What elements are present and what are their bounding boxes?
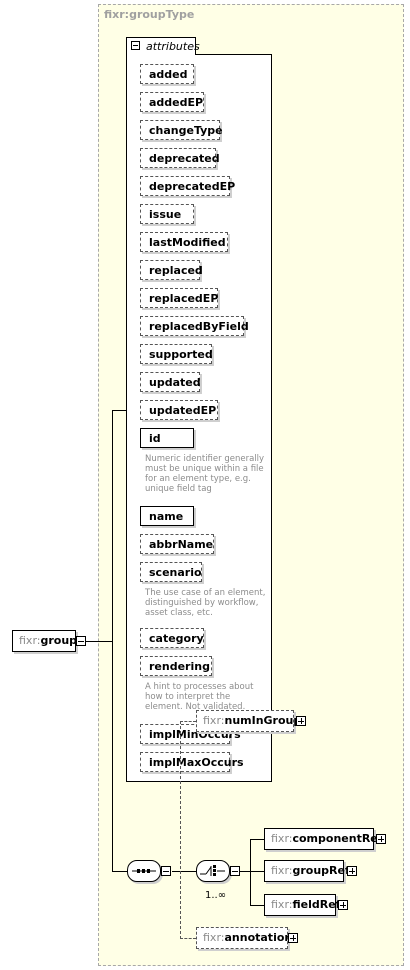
- connector-line: [172, 871, 196, 872]
- connector-line: [240, 871, 250, 872]
- connector-line: [250, 871, 264, 872]
- attribute-addedep[interactable]: addedEP: [140, 92, 204, 112]
- root-element-group[interactable]: fixr:group: [12, 630, 77, 652]
- attribute-documentation: unique field tag: [145, 484, 212, 494]
- element-componentref[interactable]: fixr:componentRef: [264, 828, 383, 850]
- attribute-deprecated[interactable]: deprecated: [140, 148, 220, 168]
- attribute-name[interactable]: name: [140, 506, 194, 526]
- collapse-icon[interactable]: [161, 866, 171, 876]
- connector-line: [180, 721, 196, 722]
- connector-line: [250, 839, 251, 906]
- attribute-changetype[interactable]: changeType: [140, 120, 223, 140]
- element-annotation[interactable]: fixr:annotation: [196, 927, 292, 949]
- attribute-documentation: asset class, etc.: [145, 608, 213, 618]
- attribute-updated[interactable]: updated: [140, 372, 201, 392]
- attribute-updatedep[interactable]: updatedEP: [140, 400, 218, 420]
- expand-icon[interactable]: [347, 866, 357, 876]
- attribute-abbrname[interactable]: abbrName: [140, 534, 214, 554]
- attribute-id[interactable]: id: [140, 428, 194, 448]
- attribute-implmaxoccurs[interactable]: implMaxOccurs: [140, 752, 244, 772]
- choice-icon: [200, 865, 225, 876]
- connector-line: [180, 721, 181, 939]
- expand-icon[interactable]: [296, 716, 306, 726]
- connector-line: [250, 839, 264, 840]
- connector-line: [112, 410, 126, 411]
- choice-cardinality: 1..∞: [205, 890, 227, 901]
- attribute-documentation: element. Not validated.: [145, 702, 246, 712]
- collapse-icon[interactable]: [76, 636, 86, 646]
- attribute-category[interactable]: category: [140, 628, 204, 648]
- attribute-replacedbyfield[interactable]: replacedByField: [140, 316, 249, 336]
- attribute-lastmodified[interactable]: lastModified: [140, 232, 228, 252]
- attribute-documentation: must be unique within a file: [145, 464, 264, 474]
- connector-line: [250, 905, 264, 906]
- complex-type-prefix: fixr:: [104, 8, 130, 21]
- collapse-icon[interactable]: [230, 866, 240, 876]
- connector-line: [86, 641, 112, 642]
- element-groupref[interactable]: fixr:groupRef: [264, 860, 350, 882]
- sequence-compositor: [127, 860, 161, 882]
- expand-icon[interactable]: [338, 900, 348, 910]
- attribute-documentation: Numeric identifier generally: [145, 454, 265, 464]
- connector-line: [112, 410, 113, 872]
- attribute-supported[interactable]: supported: [140, 344, 213, 364]
- element-numingroup[interactable]: fixr:numInGroup: [196, 710, 301, 732]
- element-fieldref[interactable]: fixr:fieldRef: [264, 894, 340, 916]
- expand-icon[interactable]: [376, 834, 386, 844]
- connector-line: [112, 871, 128, 872]
- attribute-documentation: The use case of an element,: [145, 588, 266, 598]
- attribute-documentation: for an element type, e.g.: [145, 474, 251, 484]
- attributes-label: attributes: [146, 40, 200, 53]
- attribute-added[interactable]: added: [140, 64, 194, 84]
- choice-compositor: [196, 860, 230, 882]
- attribute-issue[interactable]: issue: [140, 204, 194, 224]
- sequence-icon: [132, 869, 156, 873]
- complex-type-name: groupType: [129, 8, 195, 21]
- connector-line: [180, 938, 196, 939]
- attribute-documentation: distinguished by workflow,: [145, 598, 259, 608]
- attribute-replacedep[interactable]: replacedEP: [140, 288, 218, 308]
- attribute-documentation: how to interpret the: [145, 692, 231, 702]
- expand-icon[interactable]: [288, 933, 298, 943]
- attribute-documentation: A hint to processes about: [145, 682, 254, 692]
- complex-type-title: fixr:groupType: [104, 8, 194, 21]
- attribute-deprecatedep[interactable]: deprecatedEP: [140, 176, 235, 196]
- attribute-rendering[interactable]: rendering: [140, 656, 212, 676]
- attribute-replaced[interactable]: replaced: [140, 260, 203, 280]
- collapse-icon[interactable]: [131, 41, 140, 50]
- attribute-scenario[interactable]: scenario: [140, 562, 202, 582]
- attributes-header[interactable]: attributes: [126, 37, 200, 55]
